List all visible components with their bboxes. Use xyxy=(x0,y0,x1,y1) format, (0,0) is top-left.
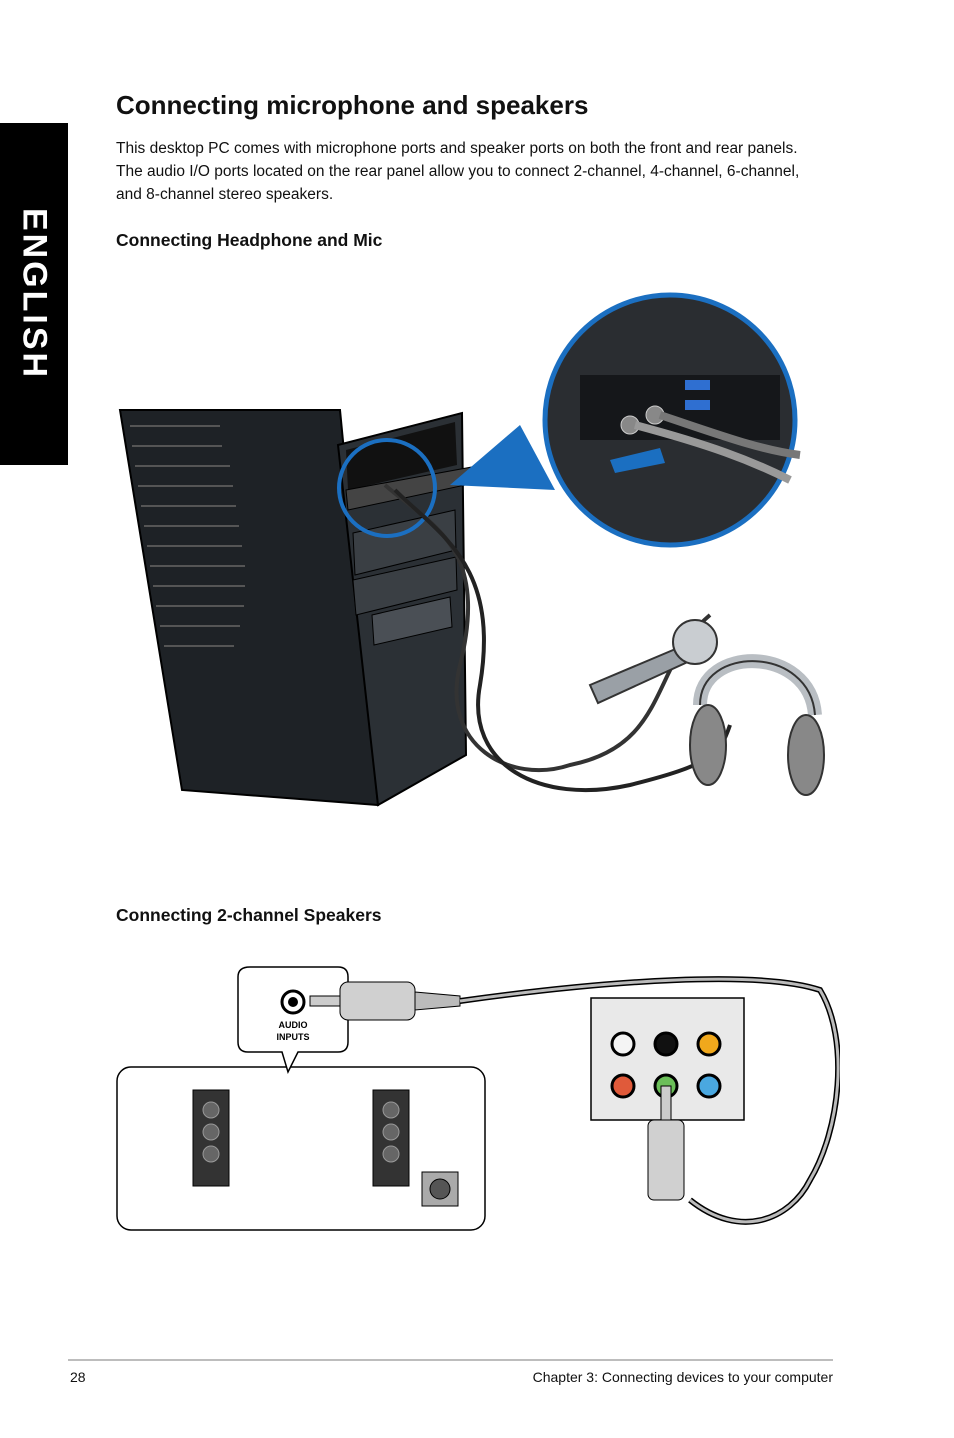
audio-cable xyxy=(459,977,840,1224)
microphone-icon xyxy=(588,619,718,705)
port-orange-icon xyxy=(696,1031,722,1057)
pc-io-panel xyxy=(346,422,457,490)
green-port-plug-body xyxy=(647,1119,685,1201)
rca-plug-body xyxy=(339,981,416,1021)
chapter-title: Chapter 3: Connecting devices to your co… xyxy=(532,1369,833,1385)
language-label: ENGLISH xyxy=(15,207,54,381)
pc-logo-plate xyxy=(371,596,453,646)
audio-inputs-label-line1: AUDIO xyxy=(279,1020,308,1030)
port-pink-icon xyxy=(610,1073,636,1099)
zoom-connector xyxy=(450,425,555,490)
rca-plug-tip xyxy=(309,995,341,1007)
footer-rule xyxy=(68,1359,833,1361)
page-title: Connecting microphone and speakers xyxy=(116,90,589,120)
pc-tower-side xyxy=(118,409,380,807)
speakers-illustration: AUDIO INPUTS xyxy=(116,966,840,1231)
language-side-tab: ENGLISH xyxy=(0,123,68,465)
zoom-io-ports xyxy=(580,375,780,440)
left-speaker-icon xyxy=(192,1089,230,1187)
port-lightgray-icon xyxy=(610,1031,636,1057)
port-black-icon xyxy=(653,1031,679,1057)
audio-inputs-label-line2: INPUTS xyxy=(276,1032,309,1042)
headphone-mic-illustration xyxy=(118,292,825,807)
headphones-icon xyxy=(689,654,825,796)
audio-inputs-callout xyxy=(237,966,349,1075)
pc-drive-bay xyxy=(352,556,458,616)
section-heading-speakers: Connecting 2-channel Speakers xyxy=(116,905,382,925)
right-speaker-icon xyxy=(372,1089,410,1187)
pc-vent-pattern xyxy=(130,425,245,647)
section-heading-headphone-mic: Connecting Headphone and Mic xyxy=(116,230,383,250)
port-blue-icon xyxy=(696,1073,722,1099)
plug-in-arrow xyxy=(610,448,665,473)
page-number: 28 xyxy=(70,1369,86,1385)
subwoofer-icon xyxy=(421,1171,459,1207)
intro-paragraph: This desktop PC comes with microphone po… xyxy=(116,140,800,203)
zoom-indicator-small xyxy=(337,438,437,538)
